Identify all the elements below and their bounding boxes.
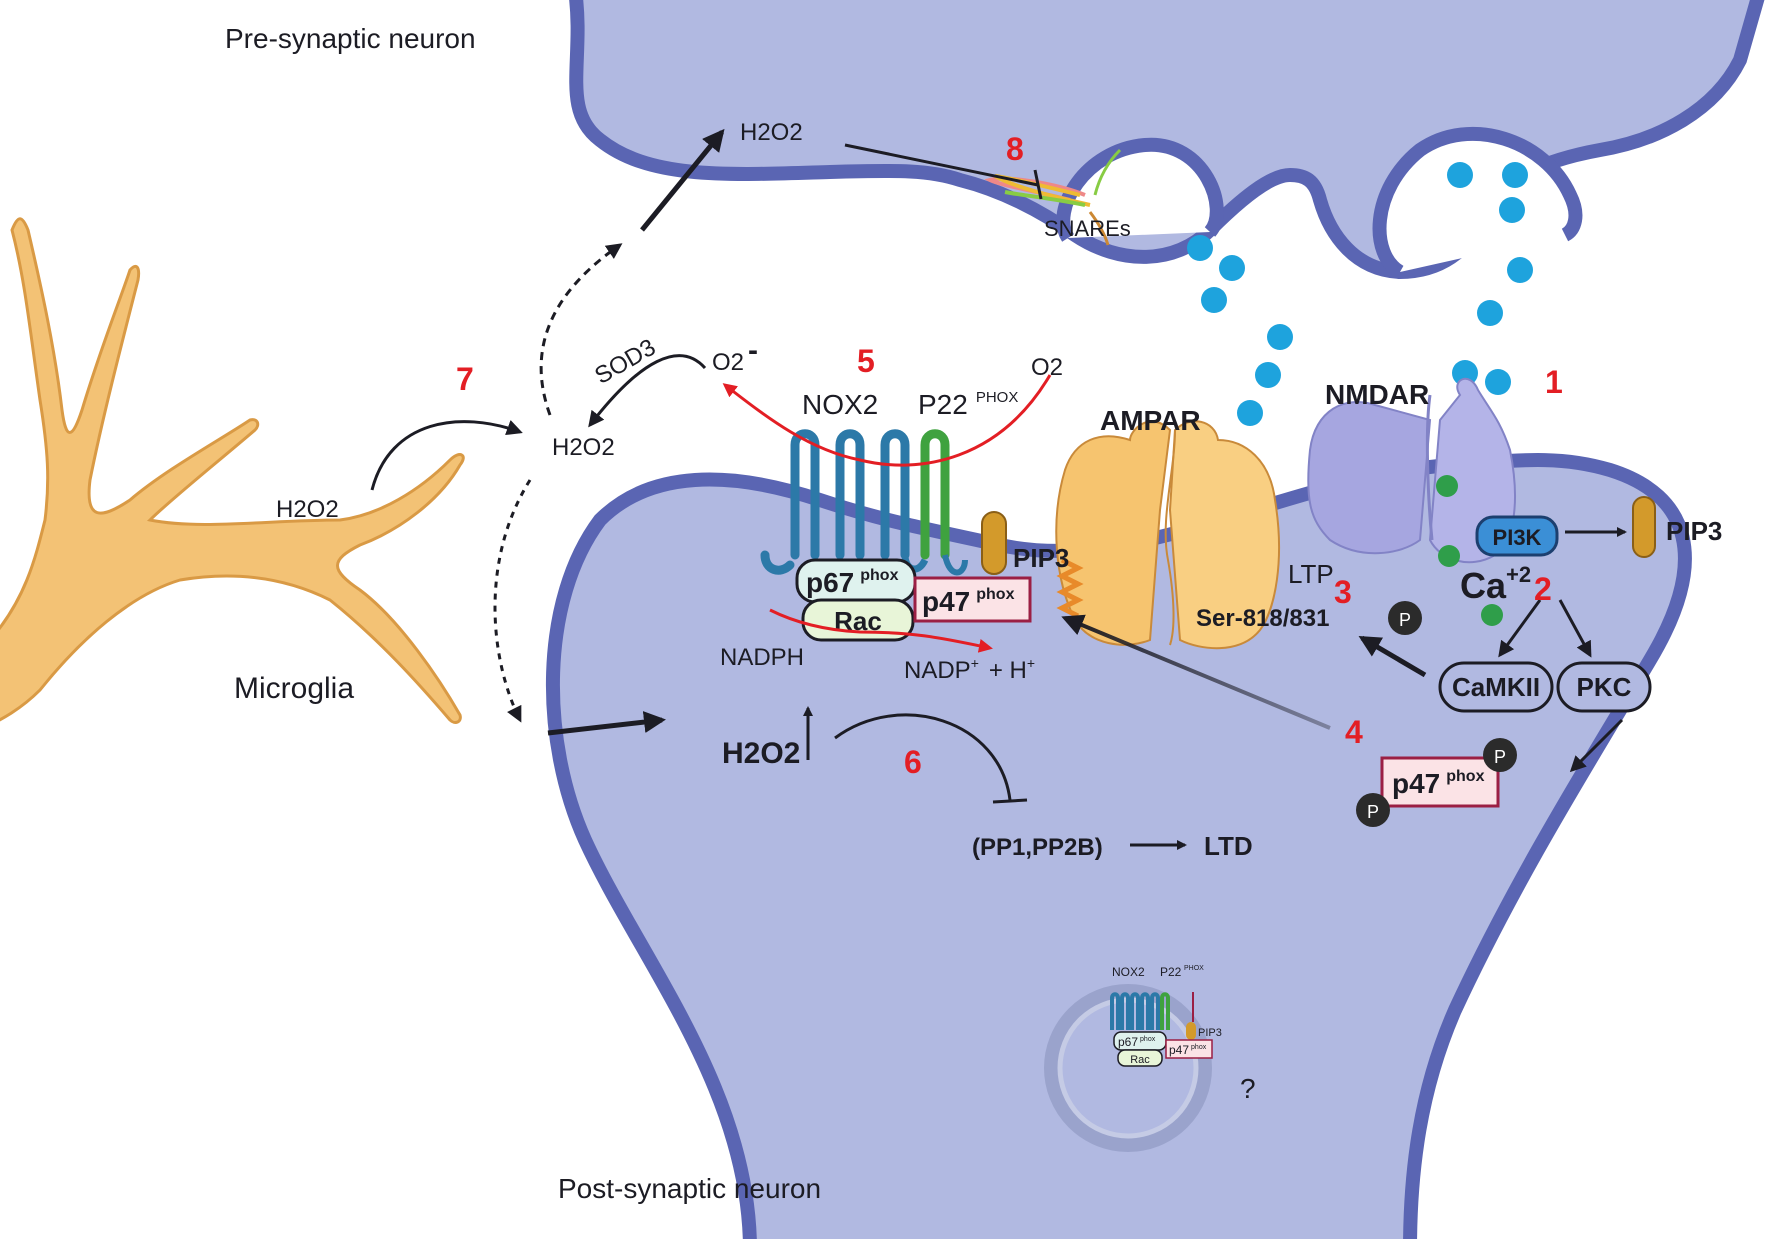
question-mark: ?	[1240, 1073, 1256, 1104]
h2o2-synaptic-cleft: H2O2	[552, 434, 615, 461]
presynaptic-label: Pre-synaptic neuron	[225, 23, 476, 54]
microglia-branches	[0, 217, 465, 724]
h2o2-presynaptic: H2O2	[740, 119, 803, 146]
ampar-label: AMPAR	[1100, 405, 1201, 436]
ampar-receptor	[1055, 420, 1280, 650]
microglia-label: Microglia	[234, 672, 354, 705]
camkii-box: CaMKII	[1438, 661, 1554, 713]
neurotransmitter-dot	[1485, 369, 1511, 395]
svg-text:PIP3: PIP3	[1198, 1027, 1222, 1039]
svg-text:NOX2: NOX2	[1112, 965, 1145, 979]
fusion-pore-left	[1056, 137, 1224, 242]
ser-site-label: Ser-818/831	[1196, 605, 1329, 632]
calcium-ion	[1438, 545, 1460, 567]
oxygen-label: O2	[1031, 354, 1063, 381]
calcium-ion	[1436, 475, 1458, 497]
neurotransmitter-dot	[1267, 324, 1293, 350]
microglia-cell	[0, 217, 465, 724]
pi3k-box: PI3K	[1475, 515, 1559, 557]
pkc-label: PKC	[1577, 672, 1632, 702]
pkc-box: PKC	[1556, 661, 1652, 713]
ltp-label: LTP	[1288, 559, 1334, 589]
step-number-2: 2	[1534, 571, 1552, 607]
step-number-4: 4	[1345, 714, 1363, 750]
nmdar-label: NMDAR	[1325, 379, 1429, 410]
calcium-ion	[1481, 604, 1503, 626]
camkii-label: CaMKII	[1452, 672, 1540, 702]
h2o2-microglia: H2O2	[276, 496, 339, 523]
neurotransmitter-dot	[1187, 235, 1213, 261]
nmdar-receptor	[1307, 377, 1516, 564]
fusion-pore-right	[1372, 126, 1583, 279]
svg-text:PHOX: PHOX	[1184, 965, 1204, 972]
pip3-left-label: PIP3	[1013, 543, 1069, 573]
nox2-label: NOX2	[802, 389, 878, 420]
neurotransmitter-dot	[1452, 360, 1478, 386]
step-number-8: 8	[1006, 131, 1024, 167]
postsynaptic-label: Post-synaptic neuron	[558, 1173, 821, 1204]
step-number-1: 1	[1545, 364, 1563, 400]
neurotransmitter-dot	[1499, 197, 1525, 223]
superoxide-label: O2-	[712, 334, 758, 376]
pi3k-label: PI3K	[1493, 525, 1542, 550]
step-number-6: 6	[904, 744, 922, 780]
svg-text:P22: P22	[1160, 965, 1182, 979]
ltd-label: LTD	[1204, 831, 1253, 861]
sod3-label: SOD3	[590, 334, 660, 390]
neurotransmitter-dot	[1507, 257, 1533, 283]
svg-text:Rac: Rac	[1130, 1054, 1150, 1066]
calcium-label: Ca+2	[1460, 562, 1531, 606]
nadp-label: NADP++ H+	[904, 655, 1035, 684]
ser-phospho-site	[1056, 557, 1084, 619]
pip3-left-lipid	[981, 511, 1007, 575]
pip3-right-label: PIP3	[1666, 516, 1722, 546]
p47-phox-box	[913, 576, 1032, 623]
pp-label: (PP1,PP2B)	[972, 834, 1103, 861]
neurotransmitter-dot	[1255, 362, 1281, 388]
svg-text:P: P	[1494, 747, 1506, 767]
neurotransmitter-dot	[1219, 255, 1245, 281]
phospho-marker: P	[1388, 601, 1422, 635]
neurotransmitter-dot	[1237, 400, 1263, 426]
nadph-label: NADPH	[720, 644, 804, 671]
pip3-right-lipid	[1632, 496, 1656, 558]
h2o2-postsynaptic: H2O2	[722, 737, 800, 770]
svg-text:P: P	[1367, 802, 1379, 822]
neurotransmitter-dot	[1477, 300, 1503, 326]
neurotransmitter-dots	[1187, 162, 1533, 426]
neurotransmitter-dot	[1447, 162, 1473, 188]
step-number-7: 7	[456, 361, 474, 397]
phospho-marker	[1356, 793, 1390, 827]
step-number-5: 5	[857, 343, 875, 379]
neurotransmitter-dot	[1502, 162, 1528, 188]
step-number-3: 3	[1334, 574, 1352, 610]
snares-label: SNAREs	[1044, 216, 1131, 241]
neurotransmitter-dot	[1201, 287, 1227, 313]
svg-text:P: P	[1399, 610, 1411, 630]
phospho-marker	[1483, 738, 1517, 772]
